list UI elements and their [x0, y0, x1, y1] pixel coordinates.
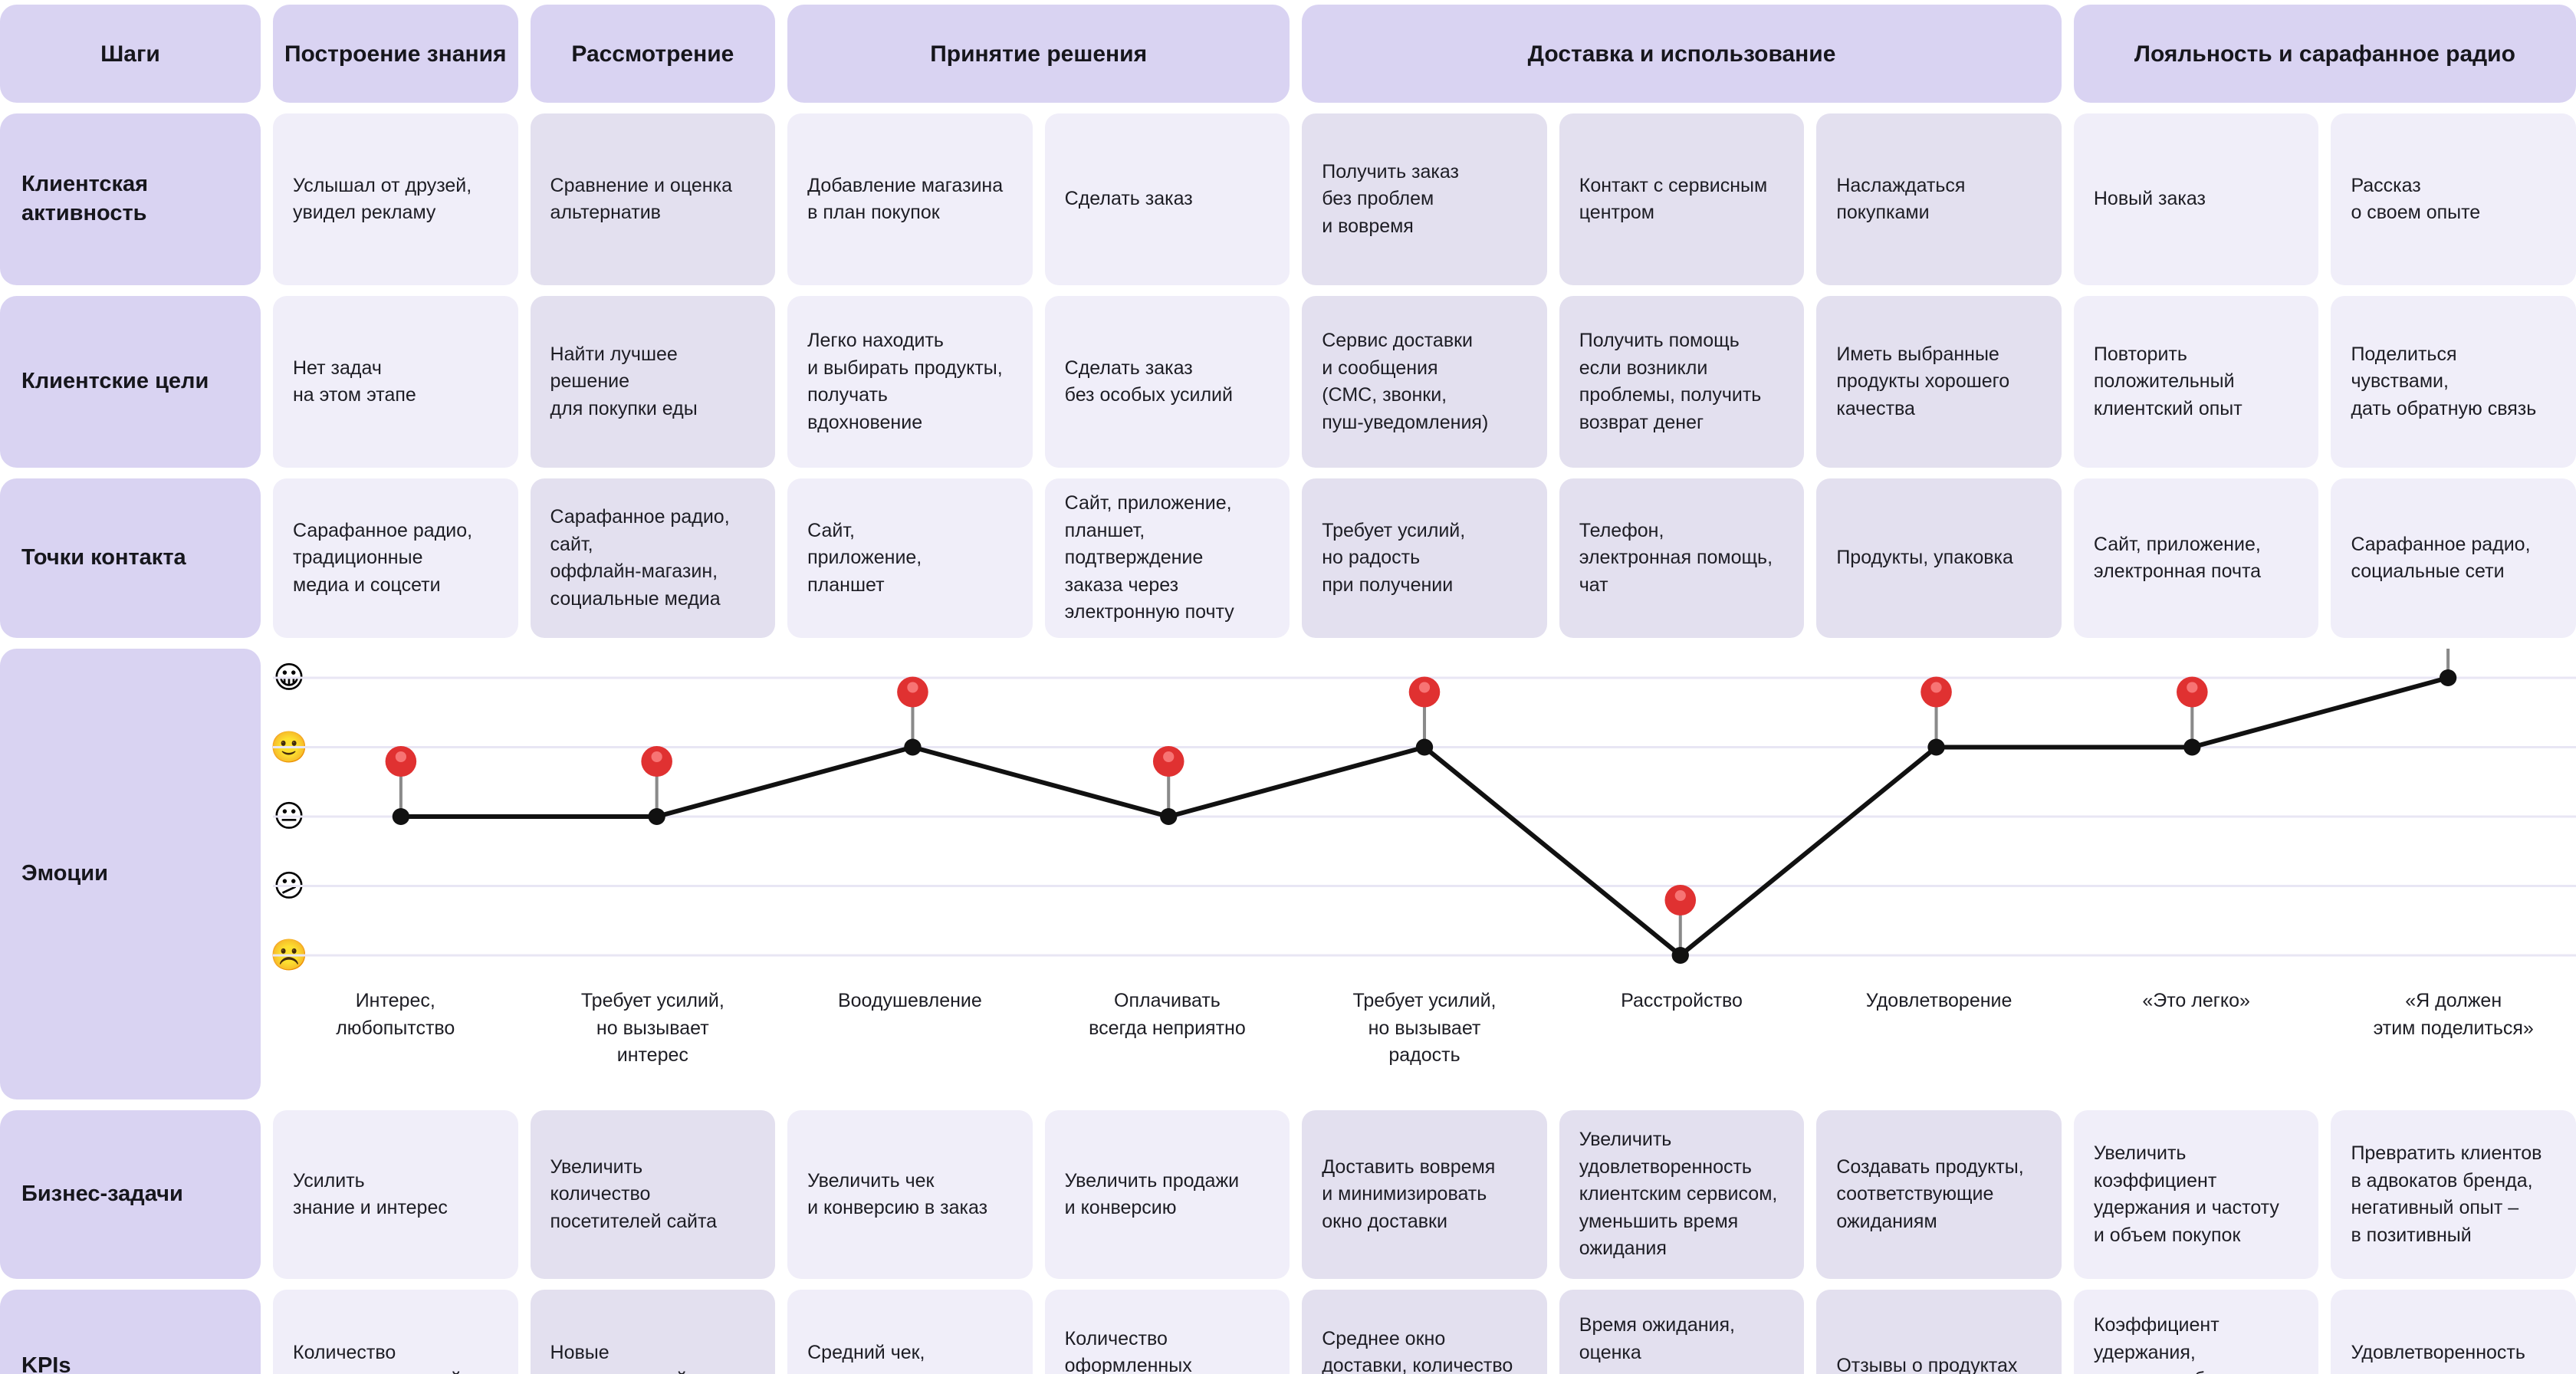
cell-client-activity-1[interactable]: Услышал от друзей, увидел рекламу [273, 113, 518, 285]
cell-client-goals-5[interactable]: Сервис доставки и сообщения (СМС, звонки… [1302, 296, 1547, 468]
emotion-caption-7: Удовлетворение [1865, 990, 2013, 1011]
phase-header-awareness[interactable]: Построение знания [273, 5, 518, 103]
phase-label: Рассмотрение [571, 41, 734, 67]
emotion-caption-3: Воодушевление [837, 990, 982, 1011]
cell-kpis-6[interactable]: Время ожидания, оценка удовлетворенности… [1559, 1290, 1805, 1374]
cell-client-goals-4[interactable]: Сделать заказ без особых усилий [1044, 296, 1290, 468]
row-label-text: Клиентские цели [21, 369, 209, 394]
phase-label: Доставка и использование [1527, 41, 1836, 67]
cell-client-goals-9[interactable]: Поделиться чувствами, дать обратную связ… [2331, 296, 2576, 468]
cell-kpis-3[interactable]: Средний чек, конверсия [787, 1290, 1033, 1374]
emotion-caption-1: Интерес, любопытство [336, 990, 455, 1039]
phase-header-delivery[interactable]: Доставка и использование [1302, 5, 2062, 103]
phase-header-decision[interactable]: Принятие решения [787, 5, 1290, 103]
phase-label: Принятие решения [930, 41, 1148, 67]
emotion-caption-4: Оплачивать всегда неприятно [1089, 990, 1246, 1039]
cell-business-tasks-9[interactable]: Превратить клиентов в адвокатов бренда, … [2331, 1110, 2576, 1279]
cell-business-tasks-3[interactable]: Увеличить чек и конверсию в заказ [787, 1110, 1033, 1279]
cell-client-goals-2[interactable]: Найти лучшее решение для покупки еды [530, 296, 776, 468]
cell-touchpoints-2[interactable]: Сарафанное радио, сайт, оффлайн-магазин,… [530, 478, 776, 638]
row-label-client-goals: Клиентские цели [0, 296, 261, 468]
emotion-caption-2: Требует усилий, но вызывает интерес [580, 990, 724, 1066]
cell-business-tasks-5[interactable]: Доставить вовремя и минимизировать окно … [1302, 1110, 1547, 1279]
cell-touchpoints-5[interactable]: Требует усилий, но радость при получении [1302, 478, 1547, 638]
cell-client-activity-2[interactable]: Сравнение и оценка альтернатив [530, 113, 776, 285]
emotion-caption-8: «Это легко» [2142, 990, 2250, 1011]
row-label-text: Бизнес-задачи [21, 1182, 183, 1207]
row-label-client-activity: Клиентская активность [0, 113, 261, 285]
cell-client-activity-6[interactable]: Контакт с сервисным центром [1559, 113, 1805, 285]
cell-client-goals-6[interactable]: Получить помощь если возникли проблемы, … [1559, 296, 1805, 468]
cell-touchpoints-7[interactable]: Продукты, упаковка [1816, 478, 2062, 638]
cell-kpis-9[interactable]: Удовлетворенность клиента [2331, 1290, 2576, 1374]
cell-business-tasks-4[interactable]: Увеличить продажи и конверсию [1044, 1110, 1290, 1279]
row-label-emotions: Эмоции [0, 649, 261, 1100]
phase-header-loyalty[interactable]: Лояльность и сарафанное радио [2073, 5, 2576, 103]
cell-kpis-1[interactable]: Количество охваченных людей [273, 1290, 518, 1374]
cell-client-goals-3[interactable]: Легко находить и выбирать продукты, полу… [787, 296, 1033, 468]
row-label-text: Эмоции [21, 861, 108, 886]
emotion-caption-6: Расстройство [1621, 990, 1743, 1011]
phase-label: Лояльность и сарафанное радио [2134, 41, 2515, 67]
cell-touchpoints-1[interactable]: Сарафанное радио, традиционные медиа и с… [273, 478, 518, 638]
cell-business-tasks-1[interactable]: Усилить знание и интерес [273, 1110, 518, 1279]
emotion-captions: Интерес, любопытство Требует усилий, но в… [273, 984, 2576, 1100]
row-label-touchpoints: Точки контакта [0, 478, 261, 638]
cell-touchpoints-9[interactable]: Сарафанное радио, социальные сети [2331, 478, 2576, 638]
cell-kpis-7[interactable]: Отзывы о продуктах [1816, 1290, 2062, 1374]
cell-touchpoints-8[interactable]: Сайт, приложение, электронная почта [2073, 478, 2319, 638]
cell-client-activity-4[interactable]: Сделать заказ [1044, 113, 1290, 285]
cell-business-tasks-7[interactable]: Создавать продукты, соответствующие ожид… [1816, 1110, 2062, 1279]
cell-client-goals-7[interactable]: Иметь выбранные продукты хорошего качест… [1816, 296, 2062, 468]
phase-label: Построение знания [284, 41, 507, 67]
row-label-text: KPIs [21, 1353, 71, 1374]
header-corner-label: Шаги [100, 41, 160, 67]
header-corner-steps: Шаги [0, 5, 261, 103]
cell-client-goals-1[interactable]: Нет задач на этом этапе [273, 296, 518, 468]
emotion-caption-9: «Я должен этим поделиться» [2373, 990, 2534, 1039]
cell-kpis-5[interactable]: Среднее окно доставки, количество достав… [1302, 1290, 1547, 1374]
row-label-kpis: KPIs [0, 1290, 261, 1374]
emotions-line-chart-svg [273, 649, 2576, 964]
cell-client-goals-8[interactable]: Повторить положительный клиентский опыт [2073, 296, 2319, 468]
row-label-business-tasks: Бизнес-задачи [0, 1110, 261, 1279]
cell-client-activity-8[interactable]: Новый заказ [2073, 113, 2319, 285]
cell-kpis-8[interactable]: Коэффициент удержания, частота и объем п… [2073, 1290, 2319, 1374]
cell-touchpoints-6[interactable]: Телефон, электронная помощь, чат [1559, 478, 1805, 638]
cell-touchpoints-4[interactable]: Сайт, приложение, планшет, подтверждение… [1044, 478, 1290, 638]
row-label-text: Клиентская активность [21, 172, 149, 225]
cell-business-tasks-6[interactable]: Увеличить удовлетворенность клиентским с… [1559, 1110, 1805, 1279]
cell-client-activity-5[interactable]: Получить заказ без проблем и вовремя [1302, 113, 1547, 285]
cell-touchpoints-3[interactable]: Сайт, приложение, планшет [787, 478, 1033, 638]
cell-client-activity-7[interactable]: Наслаждаться покупками [1816, 113, 2062, 285]
phase-header-consideration[interactable]: Рассмотрение [530, 5, 776, 103]
cell-business-tasks-8[interactable]: Увеличить коэффициент удержания и частот… [2073, 1110, 2319, 1279]
cell-client-activity-9[interactable]: Рассказ о своем опыте [2331, 113, 2576, 285]
cell-kpis-2[interactable]: Новые посетители сайта [530, 1290, 776, 1374]
emotion-caption-5: Требует усилий, но вызывает радость [1352, 990, 1497, 1066]
cell-business-tasks-2[interactable]: Увеличить количество посетителей сайта [530, 1110, 776, 1279]
row-label-text: Точки контакта [21, 545, 186, 570]
cell-kpis-4[interactable]: Количество оформленных заказов, конверси… [1044, 1290, 1290, 1374]
cell-client-activity-3[interactable]: Добавление магазина в план покупок [787, 113, 1033, 285]
